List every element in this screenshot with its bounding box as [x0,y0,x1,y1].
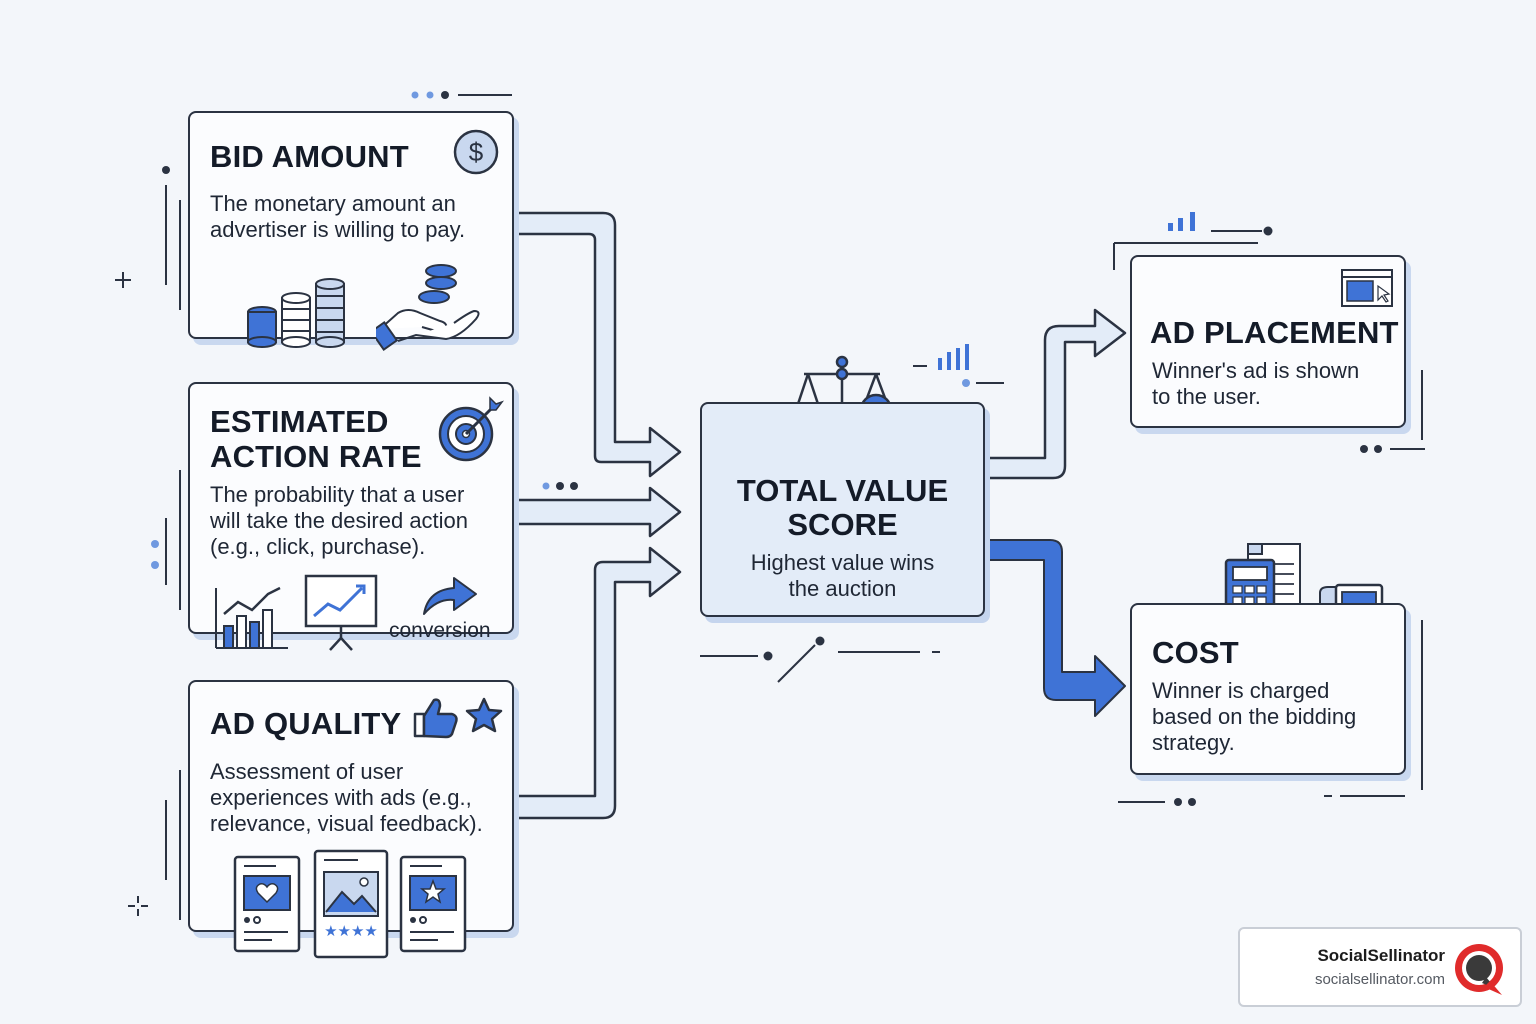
total-value-score-title-line: TOTAL VALUE [736,473,949,508]
brand-badge: SocialSellinator socialsellinator.com [1238,927,1522,1007]
estimated-action-rate-desc-line: (e.g., click, purchase). [210,534,426,559]
ad-placement-desc-line: Winner's ad is shown [1152,358,1360,383]
cost-desc-line: based on the bidding [1152,704,1357,729]
bar-chart-icon [215,586,288,649]
estimated-action-rate-title: ESTIMATED ACTION RATE [210,404,422,474]
target-icon [438,396,505,462]
ad-quality-desc-line: experiences with ads (e.g., [210,785,472,810]
ad-quality-desc-line: relevance, visual feedback). [210,811,483,836]
curved-arrow-icon [423,577,477,615]
estimated-action-rate-card: ESTIMATED ACTION RATE The probability th… [188,382,514,651]
total-value-score-title-line: SCORE [787,507,898,542]
estimated-action-rate-desc: The probability that a user will take th… [210,482,468,560]
speech-bubble-logo-icon [1455,944,1503,995]
coin-stacks-icon [247,278,345,348]
ad-card-icon: ★★★★ [313,849,389,959]
cost-card: COST Winner is charged based on the bidd… [1130,603,1406,775]
estimated-action-rate-desc-line: will take the desired action [210,508,469,533]
estimated-action-rate-title-line: ACTION RATE [210,439,422,474]
ad-quality-desc-line: Assessment of user [210,759,404,784]
thumbs-up-icon [413,698,458,739]
brand-url: socialsellinator.com [1314,971,1445,988]
conversion-label: conversion [389,619,491,642]
star-icon [465,697,503,733]
ad-placement-desc: Winner's ad is shown to the user. [1152,358,1359,410]
bid-amount-desc: The monetary amount an advertiser is wil… [210,191,465,243]
ad-quality-desc: Assessment of user experiences with ads … [210,759,483,837]
svg-text:★★★★: ★★★★ [324,922,378,940]
bid-amount-title: BID AMOUNT [210,139,409,174]
estimated-action-rate-title-line: ESTIMATED [210,404,389,439]
ad-card-icon [233,855,301,953]
cost-title: COST [1152,635,1239,670]
cost-desc-line: Winner is charged [1152,678,1330,703]
cost-desc: Winner is charged based on the bidding s… [1152,678,1356,756]
presentation-chart-icon [304,574,378,651]
bid-amount-card: BID AMOUNT The monetary amount an advert… [188,111,514,351]
dollar-icon: $ [453,129,499,175]
ad-quality-card: AD QUALITY Assessment of user experience… [188,680,514,959]
total-value-score-card: TOTAL VALUE SCORE Highest value wins the… [700,402,985,617]
bid-amount-desc-line: advertiser is willing to pay. [210,217,466,242]
estimated-action-rate-desc-line: The probability that a user [210,482,465,507]
total-value-score-title: TOTAL VALUE SCORE [702,474,983,542]
brand-name: SocialSellinator [1317,946,1445,965]
browser-window-icon [1341,269,1393,307]
ad-placement-card: AD PLACEMENT Winner's ad is shown to the… [1130,255,1406,428]
ad-placement-title: AD PLACEMENT [1150,315,1399,350]
hand-coins-icon [376,264,480,351]
total-value-score-desc-line: the auction [788,576,897,601]
cost-desc-line: strategy. [1152,730,1235,755]
total-value-score-desc: Highest value wins the auction [702,550,983,602]
total-value-score-desc-line: Highest value wins [750,550,935,575]
ad-card-icon [399,855,467,953]
ad-placement-desc-line: to the user. [1152,384,1261,409]
svg-text:$: $ [469,137,484,167]
ad-quality-title: AD QUALITY [210,706,402,741]
bid-amount-desc-line: The monetary amount an [210,191,456,216]
